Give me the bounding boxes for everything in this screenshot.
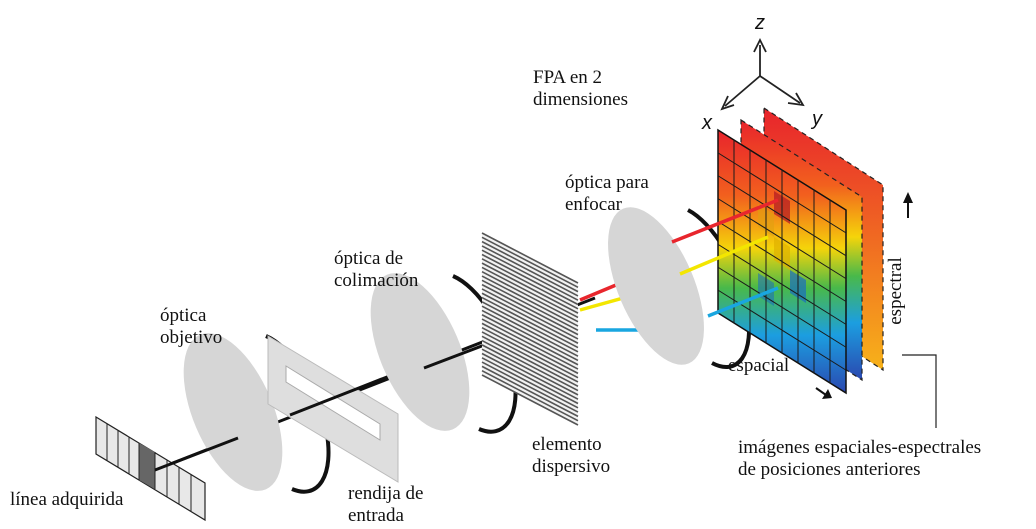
grating-line: [481, 352, 579, 405]
grating-line: [481, 288, 579, 340]
label-linea-adquirida: línea adquirida: [10, 489, 124, 510]
entrance-slit: [267, 335, 399, 483]
fpa-grid-row-line: [717, 266, 847, 348]
grating-line: [481, 249, 579, 301]
grating-line: [481, 253, 579, 306]
grating-line: [481, 314, 579, 366]
ray-blue-out: [707, 286, 779, 318]
grating-line: [481, 326, 579, 379]
ray-red-out: [671, 198, 779, 244]
callout-bracket: [902, 354, 937, 428]
grating-line: [481, 296, 579, 349]
grating-line: [481, 369, 579, 422]
axis-x-label: x: [702, 112, 712, 134]
dispersive-grating: [481, 232, 579, 426]
grating-line: [481, 365, 579, 418]
grating-line: [481, 348, 579, 400]
grating-line: [481, 301, 579, 353]
grating-line: [481, 275, 579, 327]
grating-line: [481, 318, 579, 370]
grating-line: [481, 279, 579, 332]
axes-indicator: [720, 37, 805, 111]
grating-line: [481, 245, 579, 297]
grating-line: [481, 339, 579, 392]
grating-line: [481, 283, 579, 336]
grating-line: [481, 309, 579, 362]
grating-line: [481, 292, 579, 344]
grating-line: [481, 262, 579, 314]
grating-line: [481, 266, 579, 319]
grating-line: [481, 305, 579, 357]
fpa-grid-row-line: [717, 175, 847, 257]
grating-line: [481, 236, 579, 289]
grating-line: [481, 271, 579, 323]
fpa-grid-row-line: [717, 243, 847, 325]
grating-line: [481, 322, 579, 375]
axis-y-label: y: [812, 108, 822, 130]
grating-line: [481, 258, 579, 310]
axis-z-label: z: [755, 12, 765, 34]
grating-line: [481, 344, 579, 396]
fpa-grid-row-line: [717, 152, 847, 234]
spatial-direction-arrow: [815, 387, 832, 399]
grating-line: [481, 232, 579, 284]
fpa-detector-grid: [717, 128, 847, 395]
fpa-grid-row-line: [717, 221, 847, 302]
spectral-direction-arrow: [903, 192, 913, 218]
label-espectral: espectral: [884, 257, 906, 325]
fpa-grid-row-line: [717, 198, 847, 280]
grating-line: [481, 240, 579, 293]
label-espacial: espacial: [728, 355, 790, 376]
grating-line: [481, 374, 579, 426]
grating-line: [481, 361, 579, 413]
acquired-line-strip: [95, 415, 206, 522]
grating-line: [481, 331, 579, 383]
ray-yellow-out: [679, 235, 769, 276]
grating-line: [481, 335, 579, 387]
grating-line: [481, 357, 579, 409]
